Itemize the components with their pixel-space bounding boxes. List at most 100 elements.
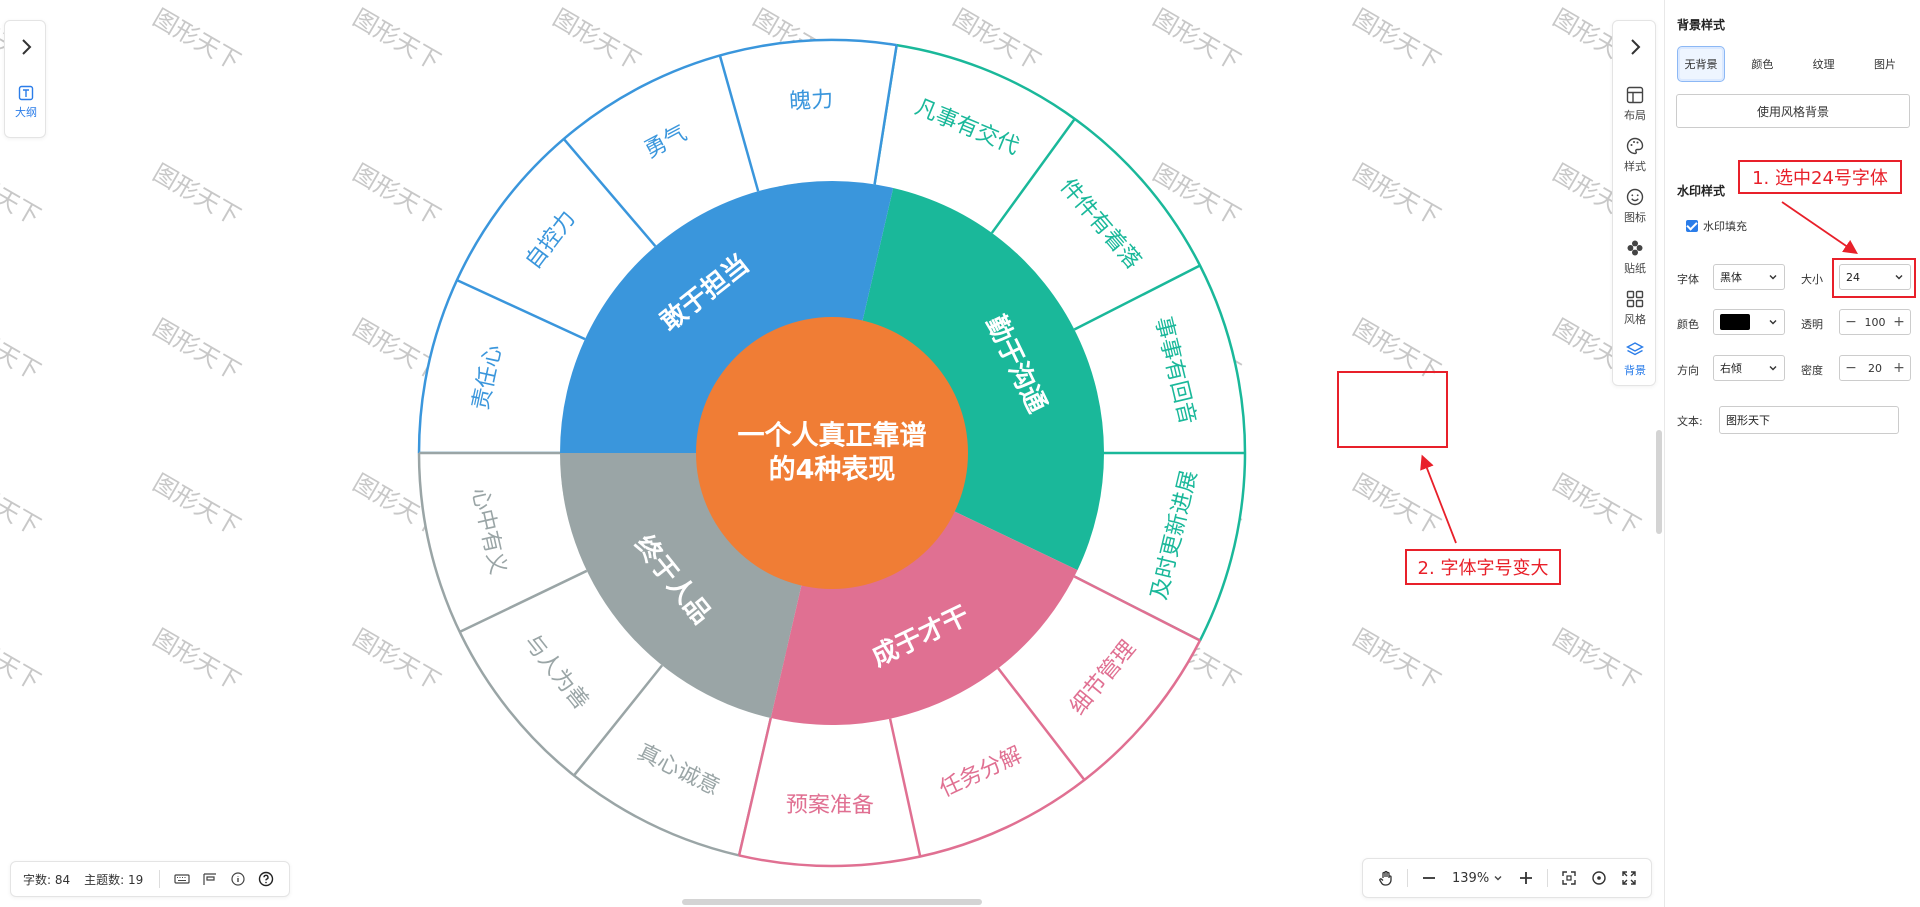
zoom-bar: 139% bbox=[1362, 858, 1652, 898]
center-topic-label[interactable]: 的4种表现 bbox=[769, 454, 896, 486]
outer-ring-arc bbox=[738, 639, 1202, 868]
density-stepper[interactable]: − 20 + bbox=[1839, 355, 1911, 381]
child-divider bbox=[572, 664, 664, 777]
outline-icon bbox=[18, 85, 34, 101]
child-divider bbox=[997, 667, 1086, 781]
direction-value: 右倾 bbox=[1720, 362, 1742, 375]
font-size-select[interactable]: 24 bbox=[1839, 264, 1911, 290]
outer-ring-arc bbox=[896, 43, 1247, 642]
outer-ring-arc bbox=[417, 452, 740, 857]
child-divider bbox=[1073, 264, 1201, 331]
vertical-scrollbar[interactable] bbox=[1656, 430, 1662, 534]
direction-select[interactable]: 右倾 bbox=[1713, 355, 1785, 381]
child-divider bbox=[888, 718, 922, 857]
font-size-value: 24 bbox=[1846, 270, 1860, 284]
watermark-color-select[interactable] bbox=[1713, 309, 1785, 335]
background-style-title: 背景样式 bbox=[1677, 18, 1726, 32]
divider bbox=[1547, 869, 1549, 887]
toolbar-item-label: 风格 bbox=[1624, 313, 1646, 326]
text-label: 文本: bbox=[1677, 415, 1703, 428]
child-divider bbox=[1073, 575, 1201, 642]
increment-button[interactable]: + bbox=[1893, 360, 1905, 376]
watermark-text-input[interactable]: 图形天下 bbox=[1719, 406, 1899, 434]
annotation-label-1: 1. 选中24号字体 bbox=[1738, 160, 1902, 194]
grid-icon bbox=[1626, 290, 1644, 308]
keyboard-icon[interactable] bbox=[174, 871, 190, 887]
child-divider bbox=[459, 569, 588, 634]
tab-no-background[interactable]: 无背景 bbox=[1677, 46, 1725, 82]
horizontal-scrollbar[interactable] bbox=[682, 899, 982, 905]
radial-mindmap[interactable]: 凡事有交代件件有着落事事有回音及时更新进展责任心自控力勇气魄力真心诚意与人为善心… bbox=[0, 0, 1664, 907]
toolbar-item-theme[interactable]: 风格 bbox=[1613, 289, 1657, 327]
annotation-highlight-watermark bbox=[1337, 371, 1448, 448]
decrement-button[interactable]: − bbox=[1845, 314, 1857, 330]
toolbar-item-label: 贴纸 bbox=[1624, 262, 1646, 275]
chevron-down-icon bbox=[1769, 275, 1777, 280]
hand-icon[interactable] bbox=[1377, 869, 1395, 887]
tab-texture[interactable]: 纹理 bbox=[1799, 46, 1848, 82]
toolbar-item-background[interactable]: 背景 bbox=[1613, 340, 1657, 378]
mindmap-canvas[interactable]: 图形天下图形天下图形天下图形天下图形天下图形天下图形天下图形天下图形天下图形天下… bbox=[0, 0, 1664, 907]
outline-button[interactable]: 大纲 bbox=[5, 85, 47, 120]
background-type-tabs: 无背景 颜色 纹理 图片 bbox=[1677, 46, 1909, 82]
font-value: 黑体 bbox=[1720, 271, 1742, 284]
child-divider bbox=[990, 118, 1076, 234]
center-icon[interactable] bbox=[1590, 869, 1608, 887]
child-divider bbox=[456, 278, 586, 341]
fit-icon[interactable] bbox=[1560, 869, 1578, 887]
subtopic-label[interactable]: 预案准备 bbox=[786, 793, 874, 819]
watermark-fill-label: 水印填充 bbox=[1703, 220, 1747, 233]
divider bbox=[159, 870, 161, 888]
tab-color[interactable]: 颜色 bbox=[1738, 46, 1787, 82]
fullscreen-icon[interactable] bbox=[1620, 869, 1638, 887]
zoom-select[interactable]: 139% bbox=[1452, 871, 1503, 886]
color-swatch bbox=[1720, 314, 1750, 330]
chevron-right-icon[interactable] bbox=[14, 35, 38, 59]
center-node bbox=[696, 317, 968, 589]
watermark-fill-checkbox[interactable]: 水印填充 bbox=[1686, 218, 1747, 234]
watermark-text-value: 图形天下 bbox=[1726, 414, 1770, 427]
color-label: 颜色 bbox=[1677, 318, 1699, 331]
chevron-down-icon bbox=[1769, 320, 1777, 325]
layers-icon bbox=[1626, 342, 1644, 356]
size-label: 大小 bbox=[1801, 273, 1823, 286]
tab-image[interactable]: 图片 bbox=[1860, 46, 1909, 82]
font-label: 字体 bbox=[1677, 273, 1699, 286]
child-divider bbox=[873, 44, 898, 185]
density-value[interactable]: 20 bbox=[1868, 361, 1882, 375]
branch-ring-bg bbox=[419, 453, 771, 856]
chevron-down-icon bbox=[1769, 366, 1777, 371]
status-bar: 字数: 84 主题数: 19 bbox=[10, 861, 290, 897]
toolbar-item-icon[interactable]: 图标 bbox=[1613, 187, 1657, 225]
background-settings-panel: 背景样式 无背景 颜色 纹理 图片 使用风格背景 水印样式 水印填充 字体 黑体… bbox=[1664, 0, 1920, 907]
child-divider bbox=[718, 55, 760, 192]
use-theme-background-button[interactable]: 使用风格背景 bbox=[1676, 94, 1910, 128]
left-panel: 大纲 bbox=[4, 20, 46, 138]
increment-button[interactable]: + bbox=[1893, 314, 1905, 330]
direction-label: 方向 bbox=[1677, 364, 1699, 377]
opacity-value[interactable]: 100 bbox=[1864, 315, 1886, 329]
topic-count: 主题数: 19 bbox=[84, 872, 144, 887]
child-divider bbox=[737, 717, 773, 856]
branch-ring-bg bbox=[419, 39, 897, 454]
annotation-highlight-size bbox=[1832, 258, 1916, 298]
info-icon[interactable] bbox=[230, 871, 246, 887]
help-icon[interactable] bbox=[258, 871, 274, 887]
minus-icon[interactable] bbox=[1420, 869, 1438, 887]
toolbar-item-layout[interactable]: 布局 bbox=[1613, 85, 1657, 123]
divider bbox=[1407, 869, 1408, 887]
toolbar-item-style[interactable]: 样式 bbox=[1613, 136, 1657, 174]
toolbar-item-label: 布局 bbox=[1624, 109, 1646, 122]
layout-icon[interactable] bbox=[202, 871, 218, 887]
toolbar-item-sticker[interactable]: 贴纸 bbox=[1613, 238, 1657, 276]
chevron-right-icon[interactable] bbox=[1623, 35, 1647, 59]
font-select[interactable]: 黑体 bbox=[1713, 264, 1785, 290]
decrement-button[interactable]: − bbox=[1845, 360, 1857, 376]
right-toolbar: 布局 样式 图标 贴纸 风格 背景 bbox=[1612, 20, 1656, 386]
plus-icon[interactable] bbox=[1517, 869, 1535, 887]
smiley-icon bbox=[1626, 188, 1644, 206]
checkbox-checked-icon bbox=[1686, 220, 1698, 232]
opacity-stepper[interactable]: − 100 + bbox=[1839, 309, 1911, 335]
center-topic-label[interactable]: 一个人真正靠谱 bbox=[738, 420, 927, 452]
subtopic-label[interactable]: 魄力 bbox=[789, 87, 834, 115]
